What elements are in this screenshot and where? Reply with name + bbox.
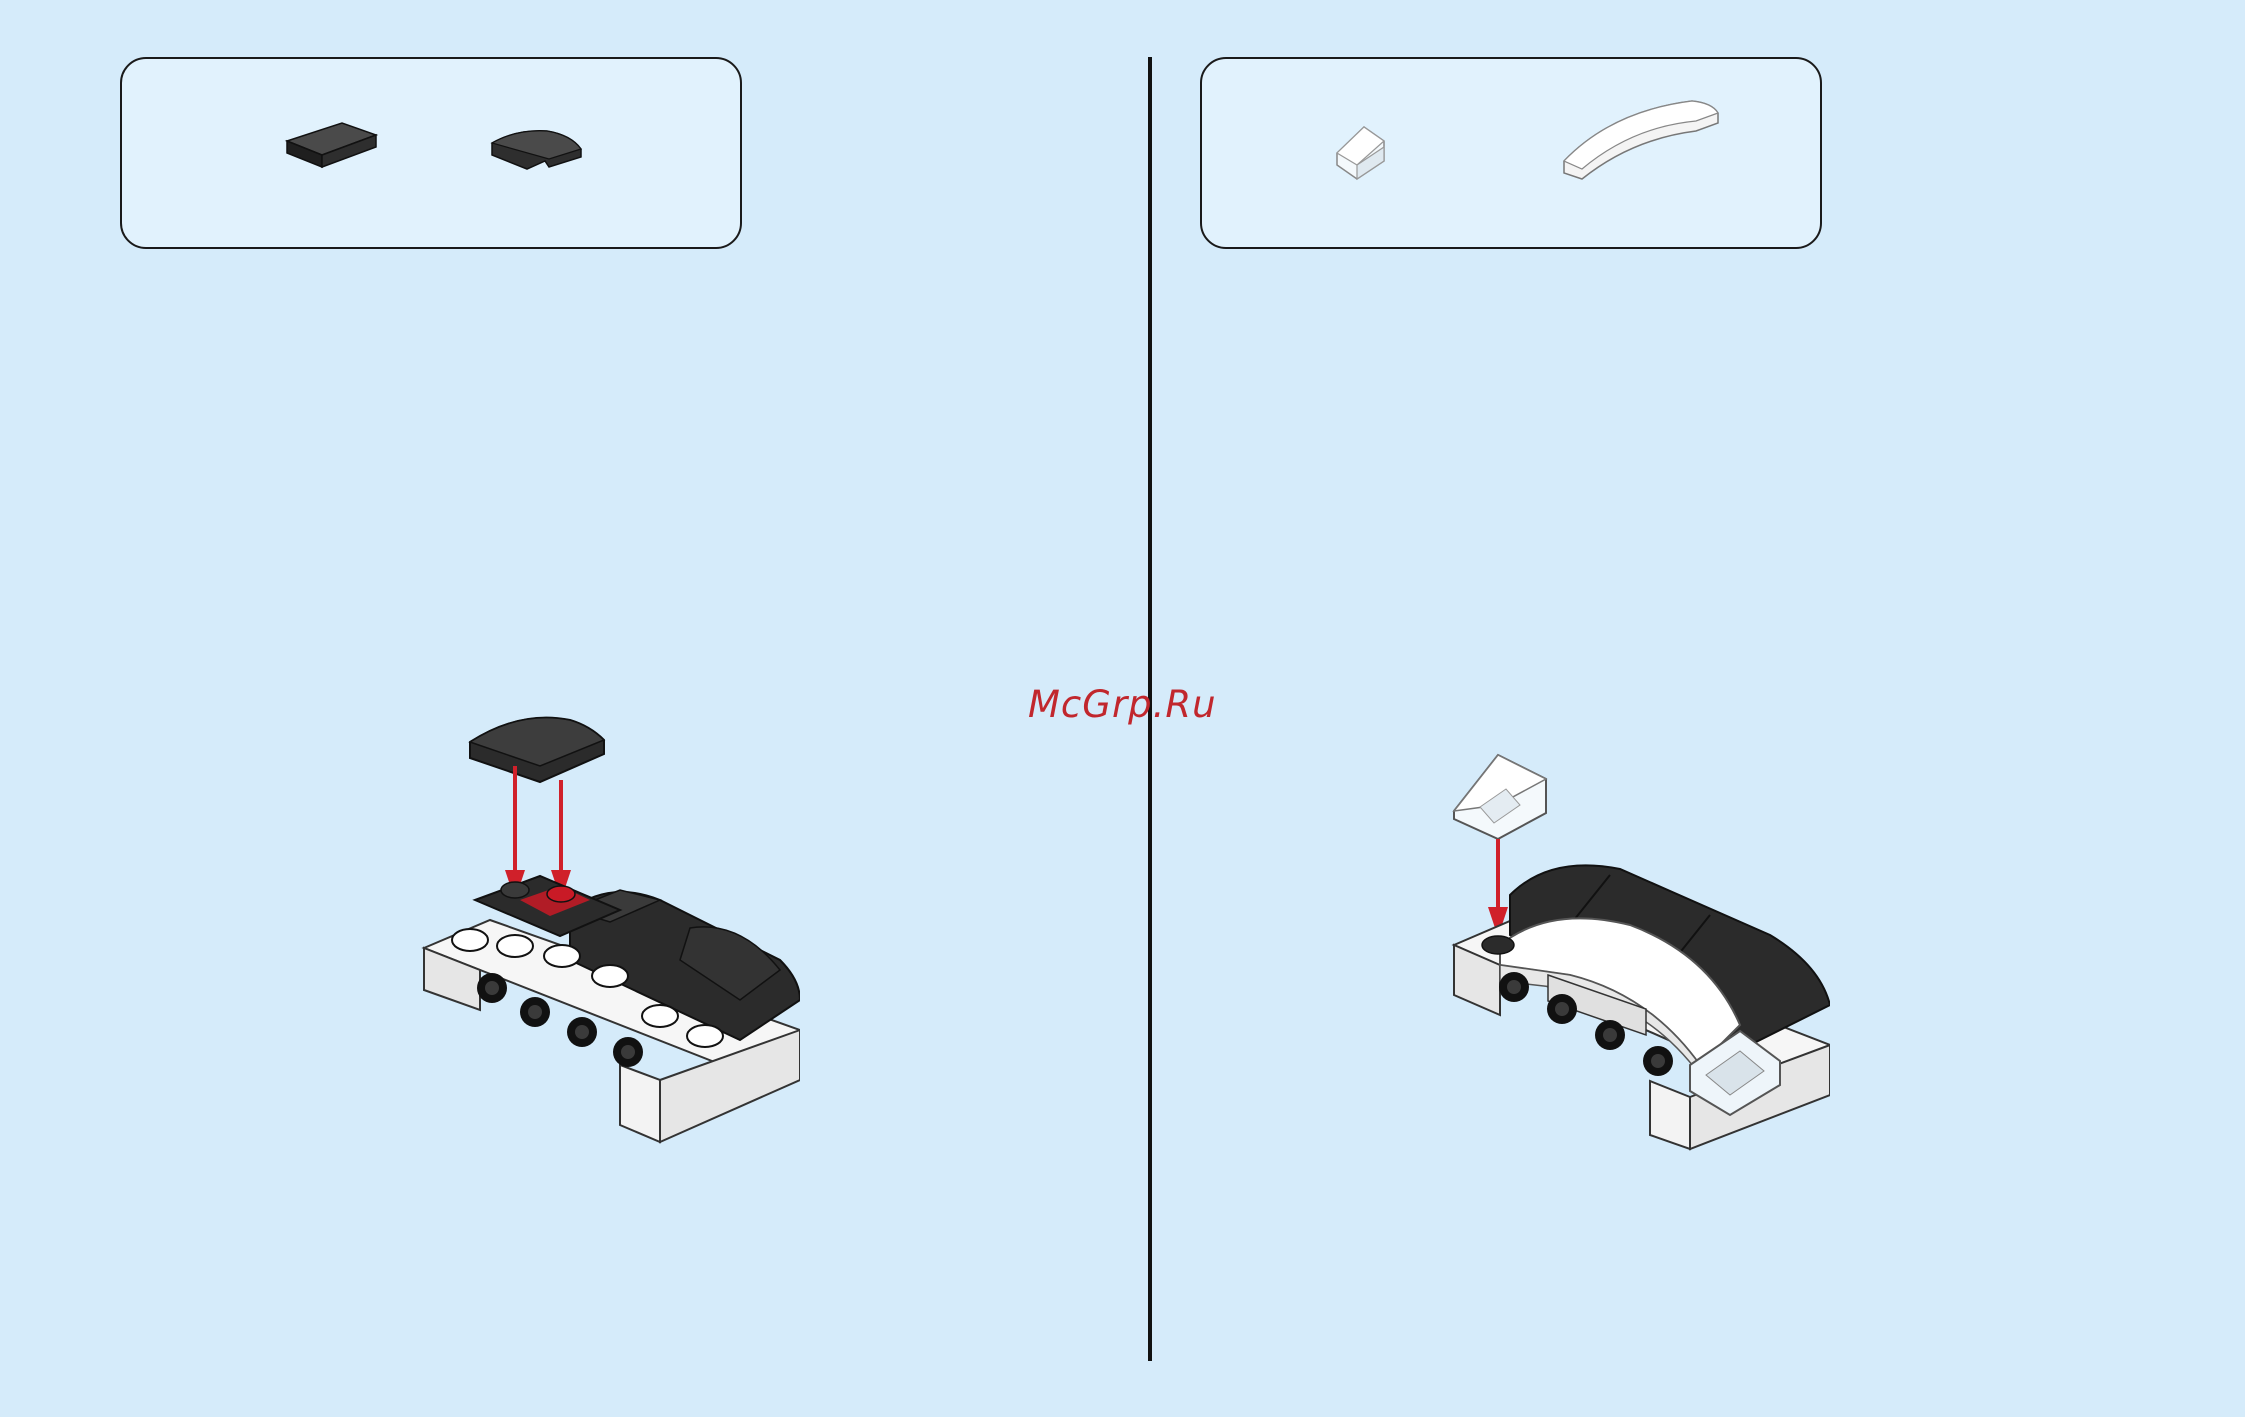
- parts-callout-right: [1200, 57, 1822, 249]
- black-tile-1x2-icon: [282, 105, 382, 185]
- right-assembly-illustration: [1450, 745, 1830, 1155]
- parts-callout-left: [120, 57, 742, 249]
- falling-clear-slope-icon: [1454, 755, 1546, 839]
- watermark-text: McGrp.Ru: [1028, 683, 1217, 726]
- black-curved-slope-1x2-icon: [487, 113, 587, 183]
- falling-black-curved-slope-icon: [470, 718, 604, 782]
- white-curved-slope-1x4-icon: [1552, 91, 1732, 191]
- trans-clear-slope-1x1-icon: [1322, 117, 1402, 191]
- left-assembly-illustration: [420, 700, 800, 1150]
